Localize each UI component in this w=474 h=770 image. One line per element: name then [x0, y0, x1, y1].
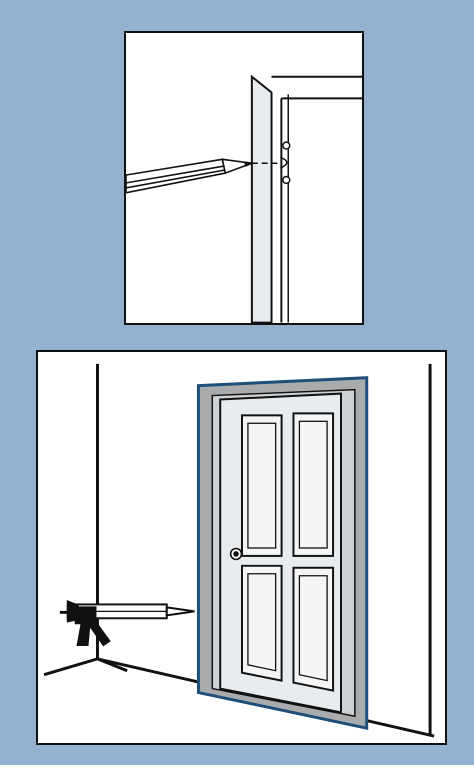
panel-mark-hinge	[124, 31, 364, 325]
install-door-illustration	[43, 363, 435, 738]
caulk-gun-icon	[59, 599, 195, 647]
panel-install-door	[36, 350, 447, 745]
hinge-screw-holes	[280, 141, 291, 185]
doorknob-icon	[229, 547, 243, 561]
head-jamb	[271, 75, 362, 100]
door-icon	[219, 392, 342, 714]
pencil-icon	[126, 158, 255, 194]
side-jamb	[250, 74, 289, 323]
mark-hinge-illustration	[126, 74, 362, 323]
